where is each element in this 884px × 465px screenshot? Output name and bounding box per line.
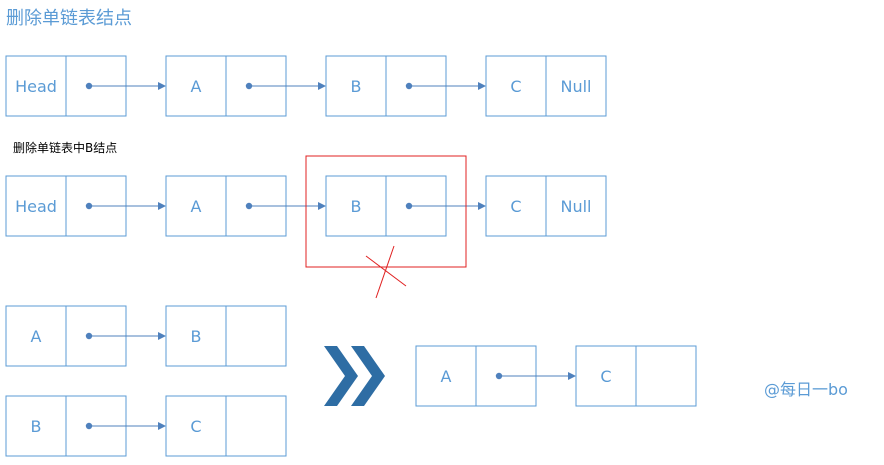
node-data-label: C [510, 197, 521, 216]
node-data-label: B [31, 417, 42, 436]
node-data-label: Head [15, 77, 57, 96]
node-data-label: C [510, 77, 521, 96]
node-data-cell [5, 175, 67, 237]
linked-list-row: Head A B C Null [5, 175, 607, 237]
deleted-node-highlight [305, 155, 467, 268]
node-next-cell [635, 345, 697, 407]
list-node: C Null [485, 175, 607, 237]
list-node: A [415, 345, 576, 407]
list-node: C Null [485, 55, 607, 117]
list-node: B [325, 55, 486, 117]
diagram-title: 删除单链表结点 [6, 8, 132, 29]
node-data-label: A [191, 77, 202, 96]
node-next-label: Null [561, 77, 592, 96]
node-data-label: Head [15, 197, 57, 216]
node-data-cell [5, 55, 67, 117]
node-next-label: Null [561, 197, 592, 216]
node-data-label: B [191, 327, 202, 346]
node-data-cell [485, 55, 547, 117]
node-data-label: A [441, 367, 452, 386]
node-next-cell [225, 395, 287, 457]
double-chevron-icon [324, 346, 385, 406]
node-data-cell [165, 55, 227, 117]
node-data-label: A [31, 327, 42, 346]
node-data-cell [415, 345, 477, 407]
list-node: Head [5, 175, 166, 237]
list-node: A [165, 175, 326, 237]
node-data-label: A [191, 197, 202, 216]
node-data-label: C [600, 367, 611, 386]
list-node: B [165, 305, 287, 367]
cross-mark-icon [365, 245, 407, 299]
list-node: B [5, 395, 166, 457]
list-node: A [5, 305, 166, 367]
list-node: C [575, 345, 697, 407]
step-caption: 删除单链表中B结点 [13, 141, 118, 155]
node-data-label: B [351, 77, 362, 96]
node-data-label: C [190, 417, 201, 436]
node-next-cell [545, 55, 607, 117]
node-data-cell [325, 55, 387, 117]
list-node: B [325, 175, 486, 237]
list-node: Head [5, 55, 166, 117]
list-node: C [165, 395, 287, 457]
node-data-label: B [351, 197, 362, 216]
node-next-cell [225, 305, 287, 367]
author-watermark: @每日一bo [764, 380, 848, 399]
node-data-cell [165, 395, 227, 457]
node-next-cell [545, 175, 607, 237]
node-data-cell [325, 175, 387, 237]
node-data-cell [5, 395, 67, 457]
linked-list-row: Head A B C Null [5, 55, 607, 117]
list-node: A [165, 55, 326, 117]
